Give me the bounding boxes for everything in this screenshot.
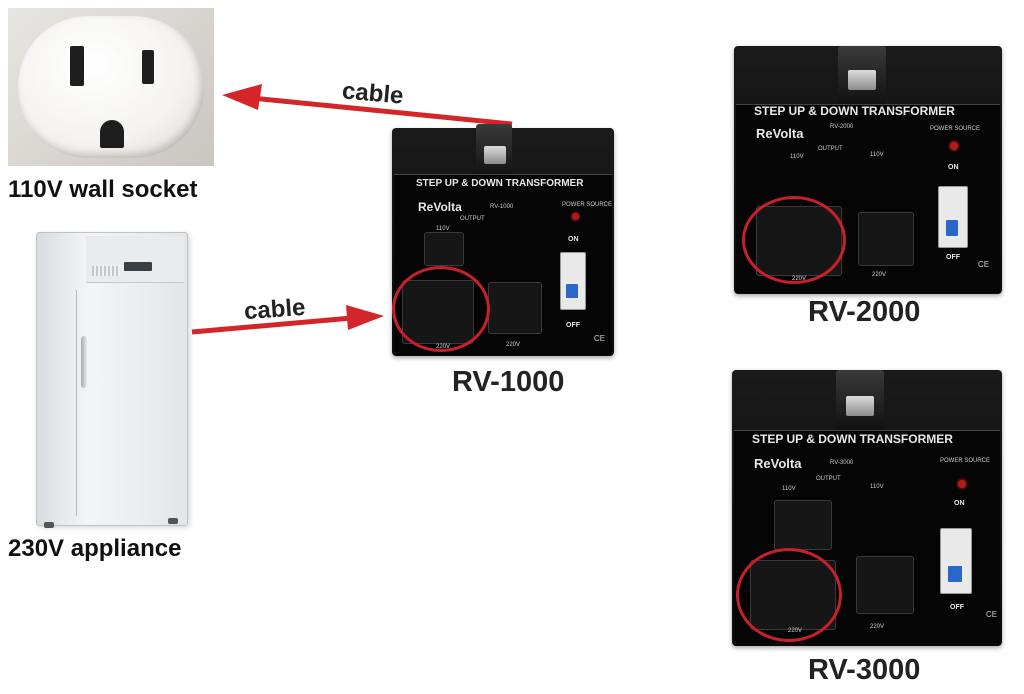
- rv2000-220v-b: 220V: [872, 272, 887, 278]
- rv2000-110v-a: 110V: [790, 154, 804, 160]
- rv2000-output: OUTPUT: [818, 146, 843, 152]
- rv1000-plate: RV-1000: [490, 204, 514, 210]
- rv1000-outlet-110v: [424, 232, 464, 266]
- cable-label-bottom: cable: [243, 293, 307, 326]
- rv2000-ce-mark: CE: [978, 260, 990, 269]
- socket-ground-hole: [100, 120, 124, 148]
- socket-slot-right: [142, 50, 154, 84]
- rv3000-plate: RV-3000: [830, 460, 854, 466]
- rv3000-110v-b: 110V: [870, 484, 884, 490]
- rv1000-110v: 110V: [436, 226, 450, 232]
- rv2000-brand: ReVolta: [756, 126, 804, 141]
- rv3000-110v-a: 110V: [782, 486, 796, 492]
- rv3000-brand: ReVolta: [754, 456, 802, 471]
- rv1000-switch-knob: [566, 284, 578, 298]
- fridge-display: [124, 262, 152, 271]
- rv3000-power-source: POWER SOURCE: [940, 458, 991, 464]
- rv1000-brand: ReVolta: [418, 200, 462, 214]
- rv2000-outlet-220v-right: [858, 212, 914, 266]
- rv3000-on: ON: [954, 500, 965, 507]
- rv1000-highlight-circle: [392, 266, 490, 352]
- rv3000-ce-mark: CE: [986, 610, 998, 619]
- rv2000-power-led: [950, 142, 958, 150]
- rv2000-on: ON: [948, 164, 959, 171]
- rv1000-off: OFF: [566, 322, 580, 329]
- appliance-caption: 230V appliance: [8, 535, 182, 562]
- fridge-vent: [92, 266, 120, 276]
- fridge-foot-right: [168, 518, 178, 524]
- rv1000-header: STEP UP & DOWN TRANSFORMER: [416, 178, 584, 189]
- rv2000-110v-b: 110V: [870, 152, 884, 158]
- rv2000-power-source: POWER SOURCE: [930, 126, 981, 132]
- rv1000-ce-mark: CE: [594, 334, 606, 343]
- rv1000-220v-b: 220V: [506, 342, 521, 348]
- socket-slot-left: [70, 46, 84, 86]
- rv1000-output: OUTPUT: [460, 216, 485, 222]
- rv2000-header: STEP UP & DOWN TRANSFORMER: [754, 104, 955, 118]
- rv2000-power-switch: [938, 186, 968, 248]
- rv3000-header: STEP UP & DOWN TRANSFORMER: [752, 432, 953, 446]
- rv3000-power-switch: [940, 528, 972, 594]
- rv3000-220v-b: 220V: [870, 624, 885, 630]
- rv2000-plate: RV-2000: [830, 124, 854, 130]
- rv1000-power-switch: [560, 252, 586, 310]
- rv2000-handle-grip: [848, 70, 876, 90]
- arrow-from-appliance: [191, 305, 384, 335]
- socket-caption: 110V wall socket: [8, 176, 198, 203]
- rv2000-highlight-circle: [742, 196, 846, 284]
- rv3000-output: OUTPUT: [816, 476, 841, 482]
- rv3000-highlight-circle: [736, 548, 842, 642]
- fridge-handle: [81, 336, 87, 388]
- arrow-to-socket: [222, 84, 513, 127]
- cable-label-top: cable: [340, 77, 405, 110]
- rv3000-off: OFF: [950, 604, 964, 611]
- fridge-door-line: [76, 290, 77, 516]
- rv2000-label: RV-2000: [808, 296, 921, 328]
- rv1000-handle-grip: [484, 146, 506, 164]
- rv1000-outlet-220v-right: [488, 282, 542, 334]
- rv3000-power-led: [958, 480, 966, 488]
- rv1000-power-led: [572, 213, 579, 220]
- rv2000-off: OFF: [946, 254, 960, 261]
- rv3000-handle-grip: [846, 396, 874, 416]
- rv1000-power-source: POWER SOURCE: [562, 202, 613, 208]
- fridge-foot-left: [44, 522, 54, 528]
- rv1000-on: ON: [568, 236, 579, 243]
- rv3000-label: RV-3000: [808, 654, 921, 686]
- rv2000-switch-knob: [946, 220, 958, 236]
- rv3000-switch-knob: [948, 566, 962, 582]
- rv1000-label: RV-1000: [452, 366, 565, 398]
- rv3000-outlet-220v-right: [856, 556, 914, 614]
- rv3000-outlet-110v: [774, 500, 832, 550]
